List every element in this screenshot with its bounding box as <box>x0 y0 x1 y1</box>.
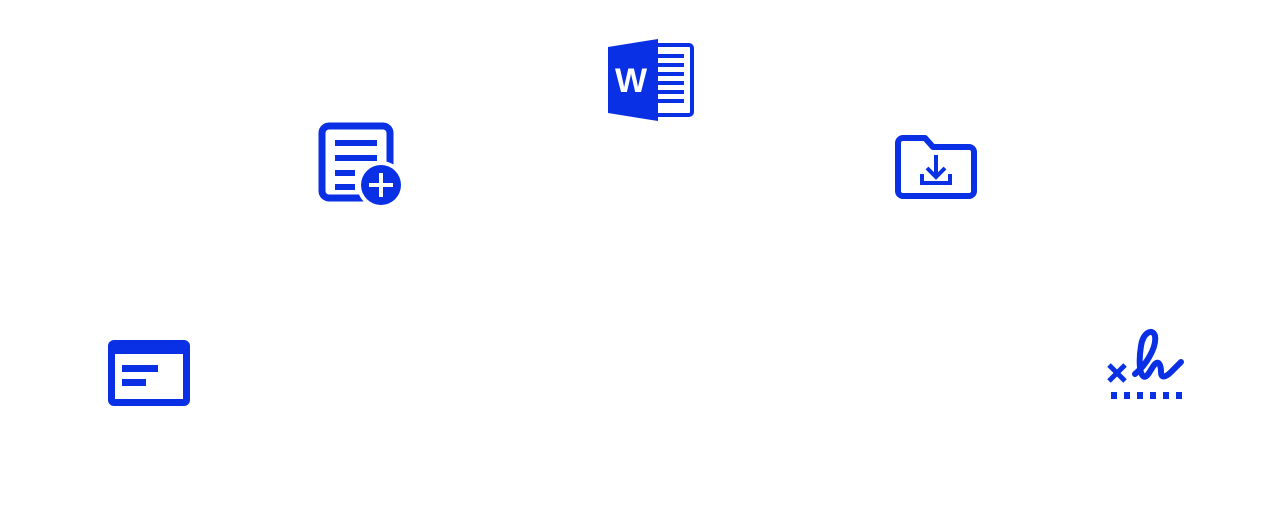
folder-download-graphic <box>895 135 977 199</box>
doc-line <box>658 63 684 67</box>
word-icon-graphic: W <box>608 39 694 121</box>
document-add-graphic <box>318 122 404 208</box>
document-add-icon[interactable]: Add document <box>318 122 404 208</box>
browser-window-icon[interactable]: Window form <box>106 338 192 408</box>
folder-download-icon[interactable]: Download to folder <box>895 134 977 200</box>
doc-line <box>658 72 684 76</box>
e-signature-graphic <box>1107 328 1184 399</box>
doc-line <box>658 90 684 94</box>
doc-line <box>658 54 684 58</box>
word-letter: W <box>615 62 648 100</box>
browser-window-graphic <box>108 340 190 406</box>
doc-line <box>658 99 684 103</box>
doc-line <box>658 81 684 85</box>
e-signature-icon[interactable]: Sign here <box>1105 328 1187 402</box>
microsoft-word-icon[interactable]: Microsoft Word W <box>606 37 694 121</box>
